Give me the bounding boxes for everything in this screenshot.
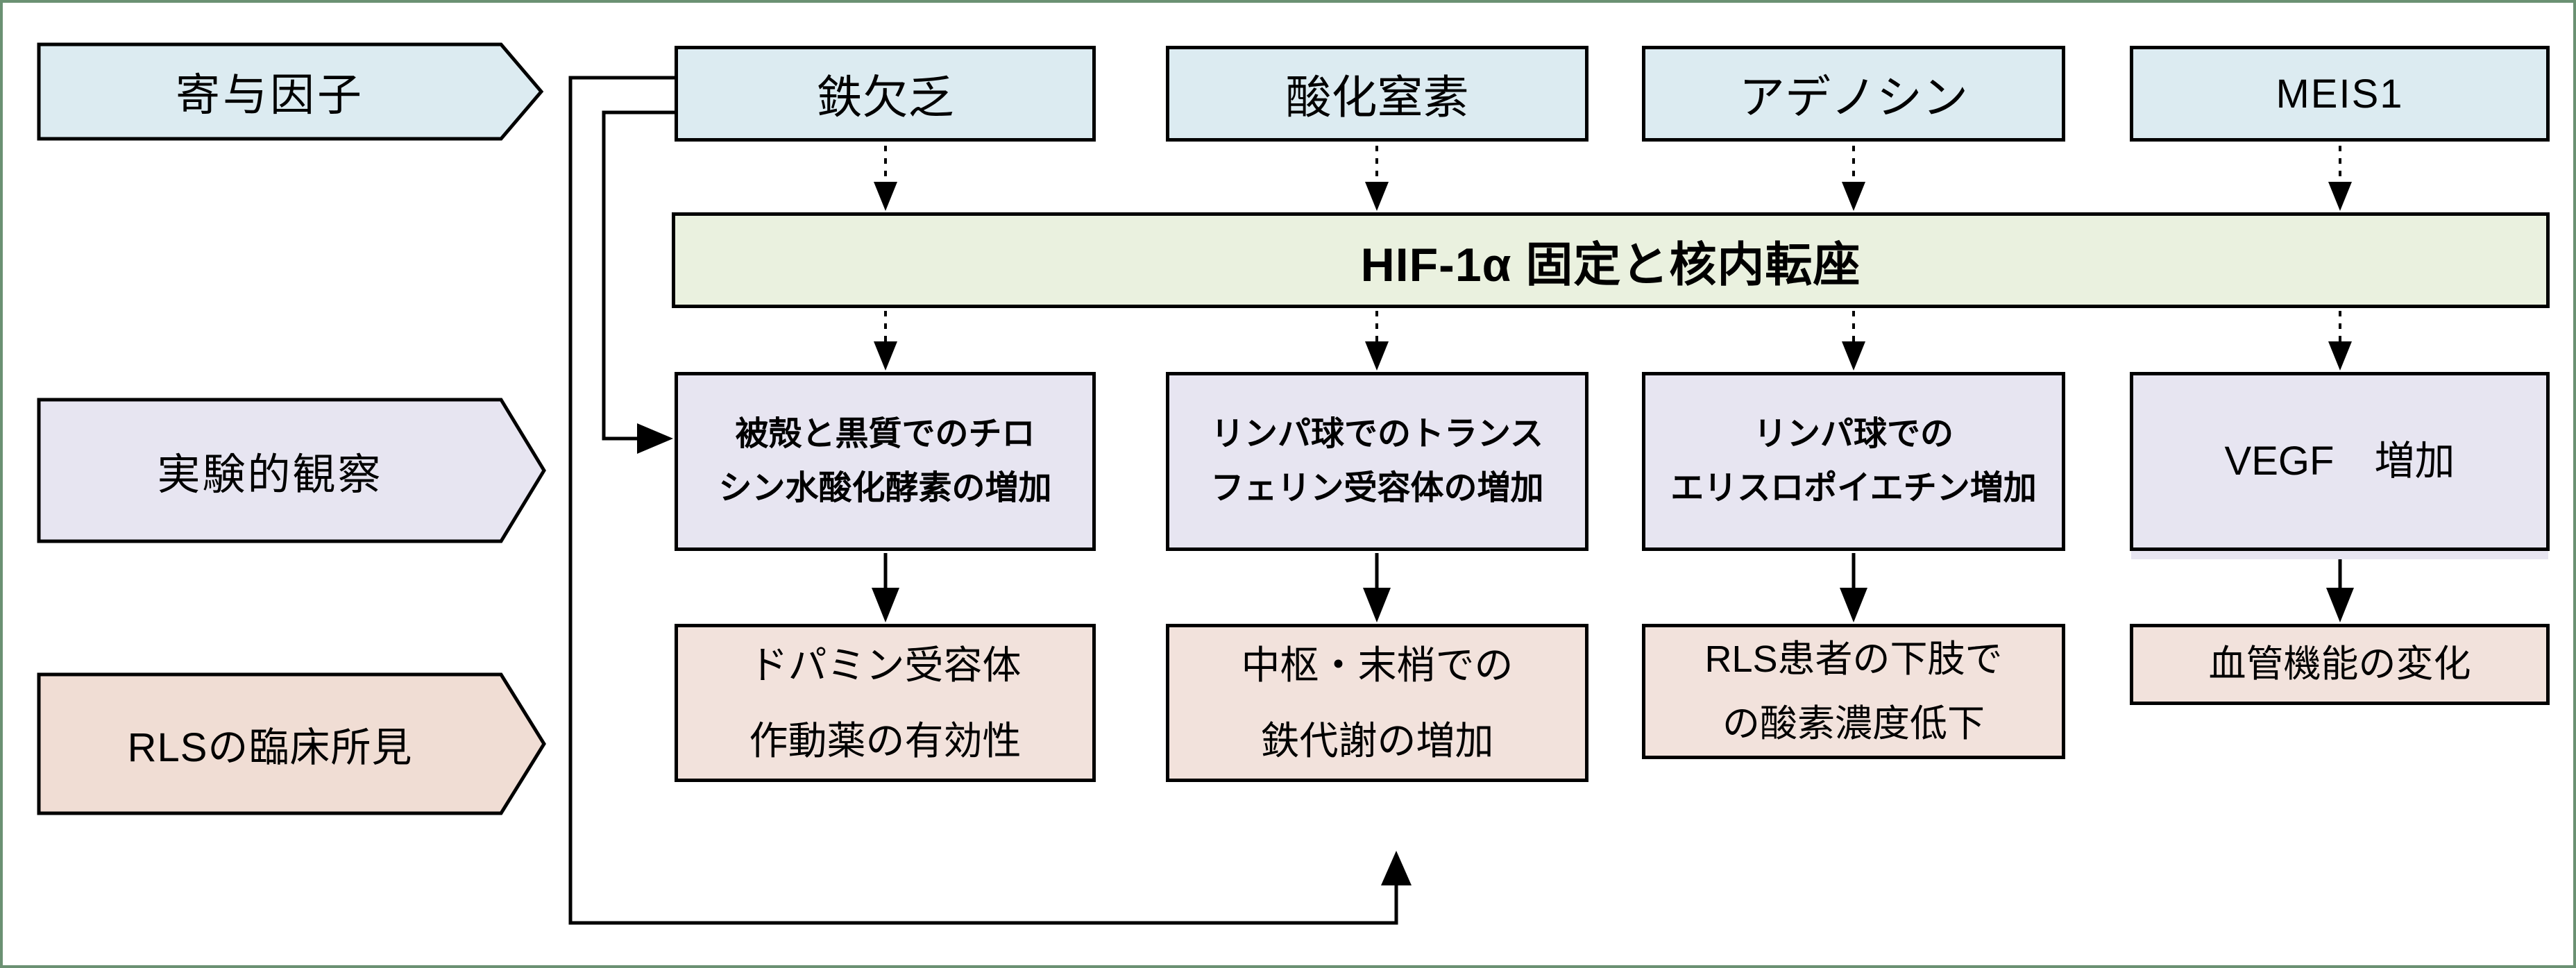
finding-box-meis1: 血管機能の変化 bbox=[2130, 624, 2550, 705]
row-label-contributing-factors: 寄与因子 bbox=[176, 70, 364, 120]
solid-arrow-observation-to-finding-2 bbox=[1363, 553, 1391, 622]
dashed-arrow-meis1-to-hif bbox=[2328, 146, 2352, 211]
loop-line-iron-to-observation bbox=[602, 110, 675, 454]
dashed-arrow-hif-to-observation-4 bbox=[2328, 311, 2352, 371]
connector-svg bbox=[37, 42, 2354, 925]
observation-box-iron-deficiency: 被殻と黒質でのチロ シン水酸化酵素の増加 bbox=[675, 372, 1096, 551]
observation-box-meis1: VEGF 増加 bbox=[2130, 372, 2550, 551]
dashed-arrow-iron-to-hif bbox=[874, 146, 897, 211]
finding-box-nitric-oxide: 中枢・末梢での 鉄代謝の増加 bbox=[1166, 624, 1588, 782]
dashed-arrow-hif-to-observation-1 bbox=[874, 311, 897, 371]
finding-box-iron-deficiency: ドパミン受容体 作動薬の有効性 bbox=[675, 624, 1096, 782]
row-label-experimental-observations-shape bbox=[37, 398, 546, 543]
finding-box-adenosine: RLS患者の下肢で の酸素濃度低下 bbox=[1642, 624, 2065, 759]
observation-box-adenosine: リンパ球での エリスロポイエチン増加 bbox=[1642, 372, 2065, 551]
solid-arrow-observation-to-finding-4 bbox=[2326, 553, 2354, 622]
dashed-arrow-hif-to-observation-3 bbox=[1842, 311, 1865, 371]
hif-bar: HIF-1α 固定と核内転座 bbox=[672, 212, 2550, 308]
loop-line-iron-to-finding-bottom bbox=[568, 76, 1412, 925]
observation-box-nitric-oxide: リンパ球でのトランス フェリン受容体の増加 bbox=[1166, 372, 1588, 551]
factor-box-meis1: MEIS1 bbox=[2130, 46, 2550, 142]
solid-arrow-observation-to-finding-1 bbox=[872, 553, 899, 622]
factor-box-adenosine: アデノシン bbox=[1642, 46, 2065, 142]
dashed-arrow-nitric-oxide-to-hif bbox=[1365, 146, 1389, 211]
factor-box-iron-deficiency: 鉄欠乏 bbox=[675, 46, 1096, 142]
dashed-arrow-hif-to-observation-2 bbox=[1365, 311, 1389, 371]
row-label-contributing-factors-shape bbox=[37, 42, 544, 141]
factor-box-nitric-oxide: 酸化窒素 bbox=[1166, 46, 1588, 142]
row-label-experimental-observations: 実験的観察 bbox=[157, 451, 383, 499]
row-label-rls-clinical-findings-shape bbox=[37, 672, 546, 815]
solid-arrow-observation-to-finding-3 bbox=[1840, 553, 1867, 622]
dashed-arrow-adenosine-to-hif bbox=[1842, 146, 1865, 211]
row-label-rls-clinical-findings: RLSの臨床所見 bbox=[127, 725, 413, 770]
